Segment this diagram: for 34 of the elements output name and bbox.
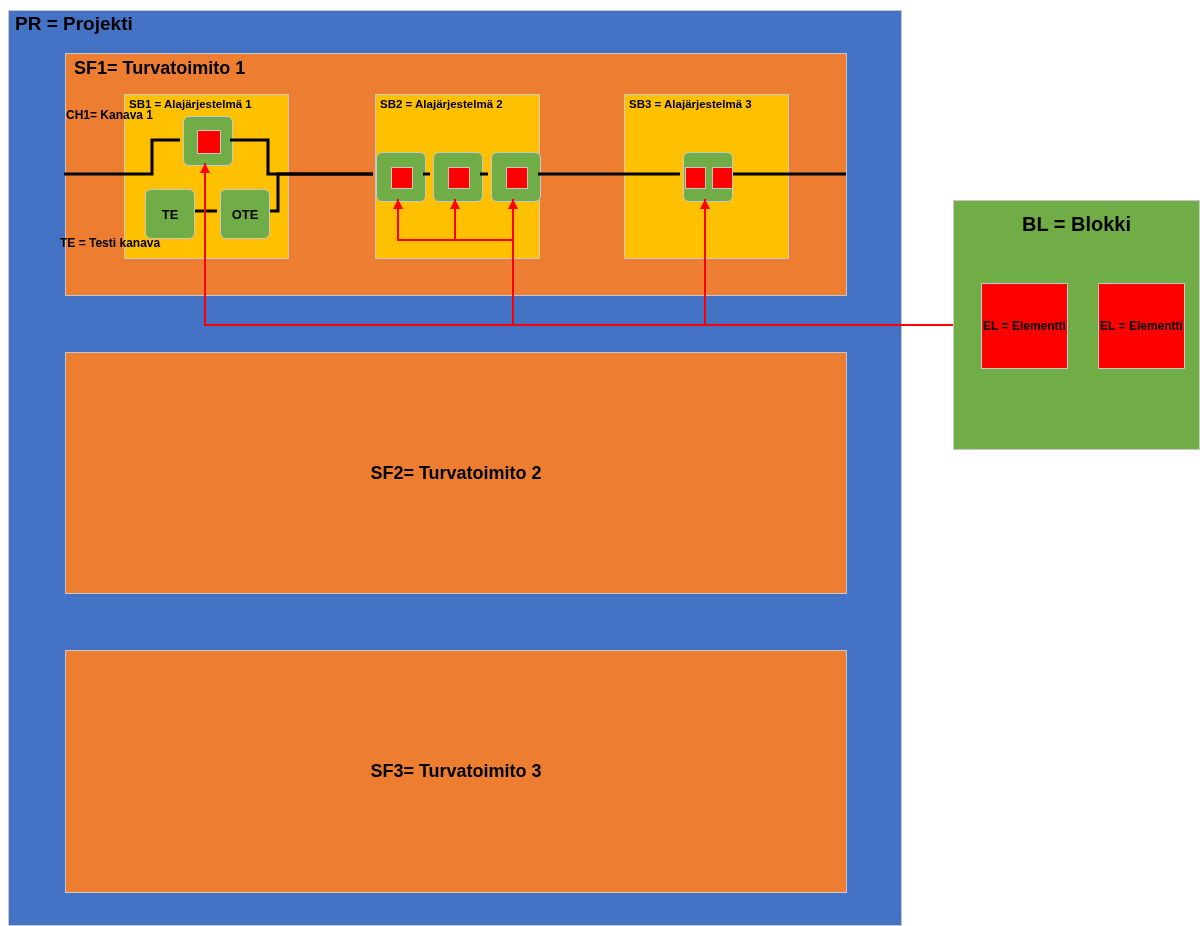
channel-line xyxy=(192,209,217,213)
element-square xyxy=(391,167,413,189)
channel-line xyxy=(730,172,846,176)
channel-box: OTE xyxy=(220,189,270,239)
panel-title: BL = Blokki xyxy=(1020,213,1133,236)
element-box: EL = Elementti xyxy=(981,283,1068,369)
channel-line xyxy=(538,172,680,176)
function-panel: SF2= Turvatoimito 2 xyxy=(65,352,847,594)
channel-line xyxy=(64,138,180,176)
element-box: EL = Elementti xyxy=(1098,283,1185,369)
element-square xyxy=(712,167,733,189)
panel-title: SB2 = Alajärjestelmä 2 xyxy=(380,98,503,110)
channel-box xyxy=(683,152,733,202)
panel-title: PR = Projekti xyxy=(15,13,133,35)
project-panel xyxy=(8,10,902,926)
channel-box xyxy=(376,152,426,202)
function-panel: SF3= Turvatoimito 3 xyxy=(65,650,847,893)
panel-title: SB3 = Alajärjestelmä 3 xyxy=(629,98,752,110)
subsystem-panel xyxy=(375,94,540,259)
subsystem-panel xyxy=(624,94,789,259)
channel-box xyxy=(491,152,541,202)
element-square xyxy=(197,130,221,154)
panel-title: SF1= Turvatoimito 1 xyxy=(74,58,246,79)
element-square xyxy=(448,167,470,189)
panel-title: SB1 = Alajärjestelmä 1 xyxy=(129,98,252,110)
element-square xyxy=(685,167,706,189)
channel-line xyxy=(423,172,430,176)
block-panel xyxy=(953,200,1200,450)
channel-line xyxy=(480,172,488,176)
channel-line xyxy=(267,172,373,213)
channel-box: TE xyxy=(145,189,195,239)
element-square xyxy=(506,167,528,189)
channel-box xyxy=(433,152,483,202)
channel-box xyxy=(183,116,233,166)
